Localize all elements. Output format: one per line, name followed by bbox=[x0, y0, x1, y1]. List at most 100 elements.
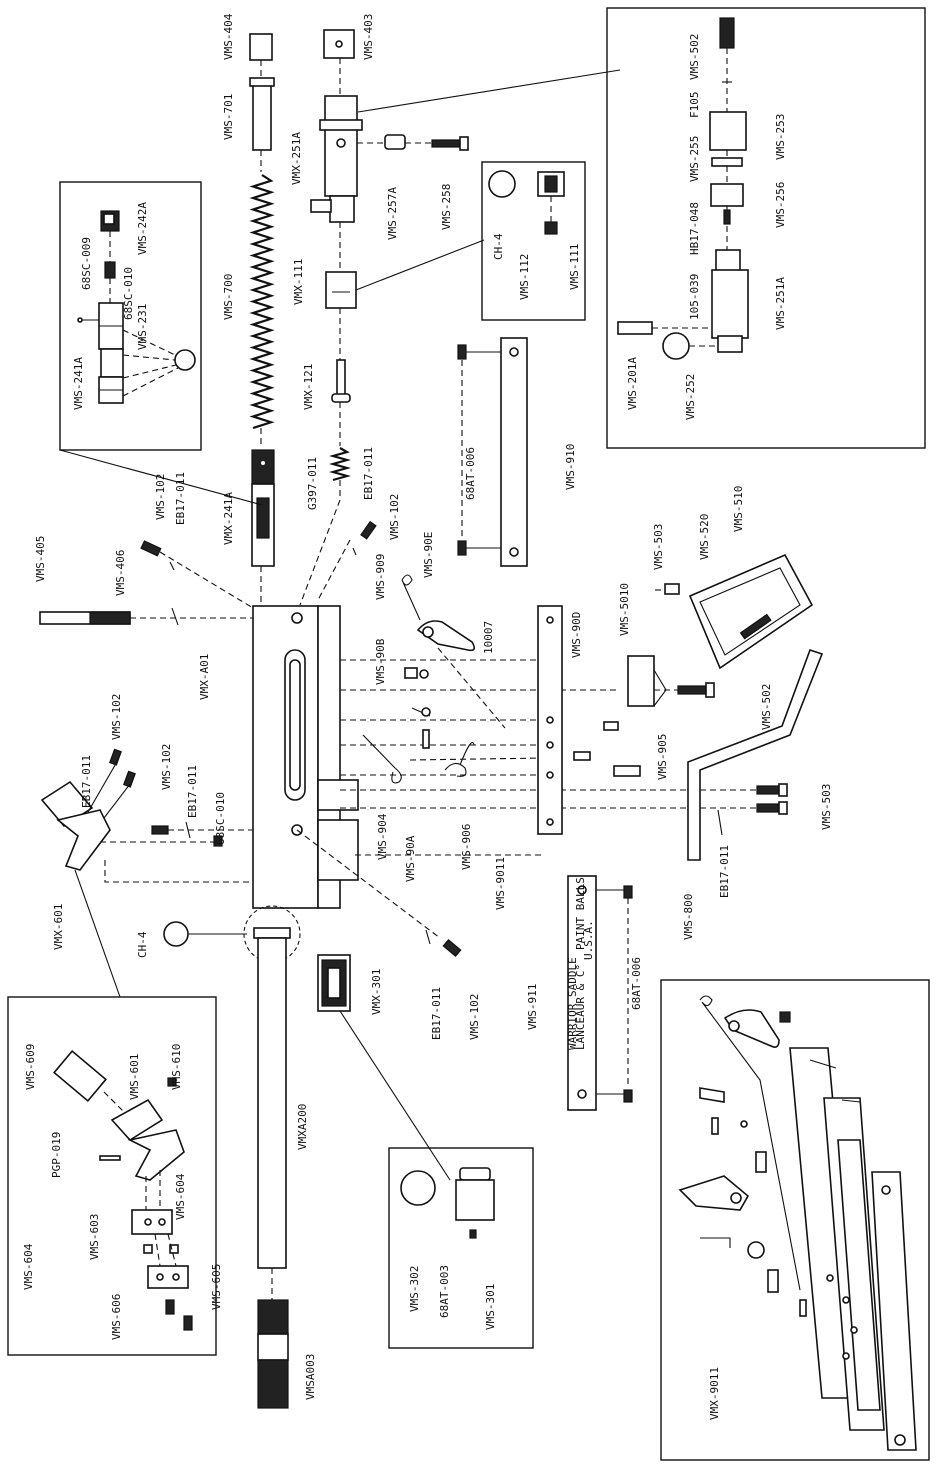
part-vms503-top bbox=[664, 583, 680, 595]
label-vms906: VMS-906 bbox=[460, 824, 473, 870]
label-vms403: VMS-403 bbox=[362, 14, 375, 60]
part-68sc010-mid bbox=[213, 835, 223, 847]
part-vmx111 bbox=[325, 271, 357, 309]
part-vmxa200-barrel bbox=[253, 927, 291, 1269]
spring-vms700 bbox=[249, 174, 275, 430]
label-vms503bot: VMS-503 bbox=[820, 784, 833, 830]
part-vms112 bbox=[544, 221, 558, 235]
label-vms241a: VMS-241A bbox=[72, 357, 85, 410]
label-vms910: VMS-910 bbox=[564, 444, 577, 490]
part-vms502-top bbox=[719, 17, 735, 49]
part-vms610 bbox=[167, 1077, 177, 1087]
label-x68sc009: 68SC-009 bbox=[80, 237, 93, 290]
part-vms251a-valve bbox=[711, 249, 749, 353]
plate-text-3: PAINT BALLS bbox=[574, 877, 587, 950]
label-f105: F105 bbox=[688, 92, 701, 119]
label-vms257a: VMS-257A bbox=[386, 187, 399, 240]
label-vms252: VMS-252 bbox=[684, 374, 697, 420]
label-vms102a: VMS-102 bbox=[388, 494, 401, 540]
label-vms909: VMS-909 bbox=[374, 554, 387, 600]
label-vms800: VMS-800 bbox=[682, 894, 695, 940]
label-x68sc010mid: 68SC-010 bbox=[214, 792, 227, 845]
label-x68at006top: 68AT-006 bbox=[464, 447, 477, 500]
label-vms604a: VMS-604 bbox=[22, 1243, 35, 1290]
part-vms800 bbox=[687, 648, 824, 861]
part-labels: VMS-404VMS-701VMS-700VMX-241AVMS-403VMX-… bbox=[22, 13, 833, 1420]
part-vms102-b bbox=[140, 540, 162, 557]
inset-box-feed bbox=[388, 1147, 534, 1349]
part-vms520 bbox=[739, 613, 772, 640]
part-vms510-grip bbox=[688, 553, 814, 670]
part-vms111-cocking bbox=[537, 171, 565, 197]
label-eb17011f: EB17-011 bbox=[430, 987, 443, 1040]
label-vmx111: VMX-111 bbox=[292, 259, 305, 305]
part-vms102-c bbox=[109, 748, 136, 788]
part-vms605 bbox=[147, 1265, 189, 1289]
part-vms255 bbox=[711, 157, 743, 167]
plate-text-2: LANCEAUR & C° bbox=[574, 964, 587, 1050]
label-vms510: VMS-510 bbox=[732, 486, 745, 532]
label-vmsa01: VMX-A01 bbox=[198, 654, 211, 700]
part-vms9011-plate bbox=[537, 605, 563, 835]
part-vmx121 bbox=[331, 359, 351, 403]
label-vmx241a: VMX-241A bbox=[222, 492, 235, 545]
label-vms102c: VMS-102 bbox=[110, 694, 123, 740]
part-68at003 bbox=[469, 1229, 477, 1239]
label-vms111: VMS-111 bbox=[568, 244, 581, 290]
label-x68sc010top: 68SC-010 bbox=[122, 267, 135, 320]
part-vmxa01-receiver bbox=[252, 605, 359, 909]
label-vms503top: VMS-503 bbox=[652, 524, 665, 570]
label-vms201a: VMS-201A bbox=[626, 357, 639, 410]
part-68sc010-bolt bbox=[104, 261, 116, 279]
label-vms610: VMS-610 bbox=[170, 1044, 183, 1090]
part-vms909 bbox=[404, 667, 418, 679]
label-vms255: VMS-255 bbox=[688, 136, 701, 182]
label-vms90b: VMS-90B bbox=[374, 638, 387, 685]
part-vms301-feed bbox=[455, 1167, 495, 1221]
label-x10007: 10007 bbox=[482, 621, 495, 654]
label-hb17048: HB17-048 bbox=[688, 202, 701, 255]
label-vmx301: VMX-301 bbox=[370, 969, 383, 1015]
label-g397011: G397-011 bbox=[306, 457, 319, 510]
label-vms90a: VMS-90A bbox=[404, 835, 417, 882]
part-vms302 bbox=[400, 1170, 436, 1206]
part-vmx241a bbox=[251, 449, 275, 567]
part-vms256 bbox=[710, 183, 744, 207]
label-eb17011d: EB17-011 bbox=[186, 765, 199, 818]
label-vms242a: VMS-242A bbox=[136, 202, 149, 255]
label-vms911: VMS-911 bbox=[526, 984, 539, 1030]
part-vms609 bbox=[53, 1050, 107, 1102]
inset-box-valve-assembly bbox=[606, 7, 926, 449]
part-vms601-inset bbox=[110, 1098, 185, 1181]
label-ch4mid: CH-4 bbox=[136, 931, 149, 958]
inset-box-bolt-assembly bbox=[59, 181, 202, 451]
part-vms258 bbox=[431, 136, 469, 151]
label-vms604b: VMS-604 bbox=[174, 1173, 187, 1220]
label-x105039: 105-039 bbox=[688, 274, 701, 320]
plate-text-4: U.S.A. bbox=[582, 920, 595, 960]
label-vmx9011: VMX-9011 bbox=[708, 1367, 721, 1420]
label-vms701: VMS-701 bbox=[222, 94, 235, 140]
inset-box-trigger-assembly bbox=[660, 979, 930, 1461]
label-vmx121: VMX-121 bbox=[302, 364, 315, 410]
label-vms904: VMS-904 bbox=[376, 813, 389, 860]
label-vms601: VMS-601 bbox=[128, 1054, 141, 1100]
part-pgp019 bbox=[99, 1155, 121, 1161]
label-vmx601: VMX-601 bbox=[52, 904, 65, 950]
label-vms302: VMS-302 bbox=[408, 1266, 421, 1312]
label-vms605: VMS-605 bbox=[210, 1264, 223, 1310]
label-pgp019: PGP-019 bbox=[50, 1132, 63, 1178]
label-vms5010: VMS-5010 bbox=[618, 583, 631, 636]
part-vms701 bbox=[252, 81, 272, 151]
label-ch4top: CH-4 bbox=[492, 233, 505, 260]
label-eb17011a: EB17-011 bbox=[362, 447, 375, 500]
part-ch4-ring-small bbox=[488, 170, 516, 198]
label-vms301: VMS-301 bbox=[484, 1284, 497, 1330]
part-vms241a-bolt bbox=[98, 302, 124, 404]
part-vms503-bot bbox=[756, 783, 788, 815]
label-vms258: VMS-258 bbox=[440, 184, 453, 230]
label-vms606: VMS-606 bbox=[110, 1294, 123, 1340]
part-vms102-a bbox=[360, 520, 377, 540]
label-vms256: VMS-256 bbox=[774, 182, 787, 228]
label-vms102b: VMS-102 bbox=[154, 474, 167, 520]
